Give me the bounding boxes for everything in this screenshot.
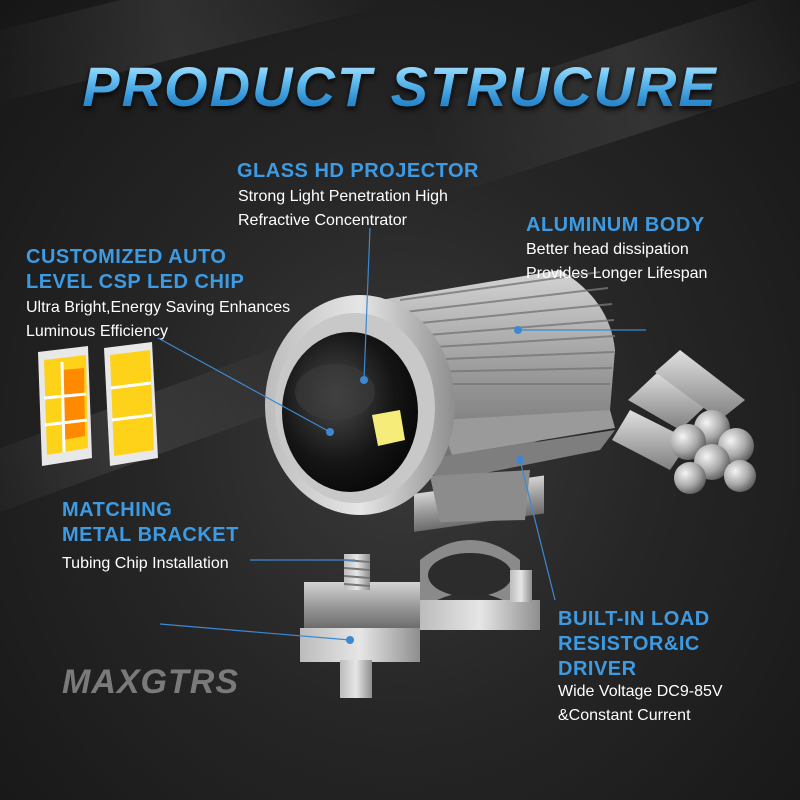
feature-heading-led-chip: CUSTOMIZED AUTO LEVEL CSP LED CHIP (26, 246, 245, 293)
feature-heading-glass-projector: GLASS HD PROJECTOR (237, 160, 479, 182)
feature-heading-aluminum-body: ALUMINUM BODY (526, 214, 705, 236)
feature-desc-led-chip: Ultra Bright,Energy Saving Enhances Lumi… (26, 299, 291, 340)
feature-desc-driver: Wide Voltage DC9-85V &Constant Current (558, 683, 723, 724)
feature-desc-bracket: Tubing Chip Installation (62, 555, 229, 572)
feature-heading-bracket: MATCHING METAL BRACKET (62, 499, 239, 546)
feature-heading-driver: BUILT-IN LOAD RESISTOR&IC DRIVER (558, 608, 710, 680)
feature-desc-glass-projector: Strong Light Penetration High Refractive… (238, 188, 448, 229)
aluminum-rods-icon (612, 350, 756, 494)
feature-desc-aluminum-body: Better head dissipation Provides Longer … (526, 241, 708, 282)
led-chip-white-amber-icon (38, 346, 92, 466)
glass-projector-lens (265, 295, 455, 515)
callout-dots (326, 326, 524, 644)
brand-logo: MAXGTRS (62, 663, 239, 701)
callout-leader-lines (157, 227, 646, 641)
led-chip-yellow-icon (104, 342, 158, 466)
page-title: PRODUCT STRUCURE (0, 54, 800, 119)
